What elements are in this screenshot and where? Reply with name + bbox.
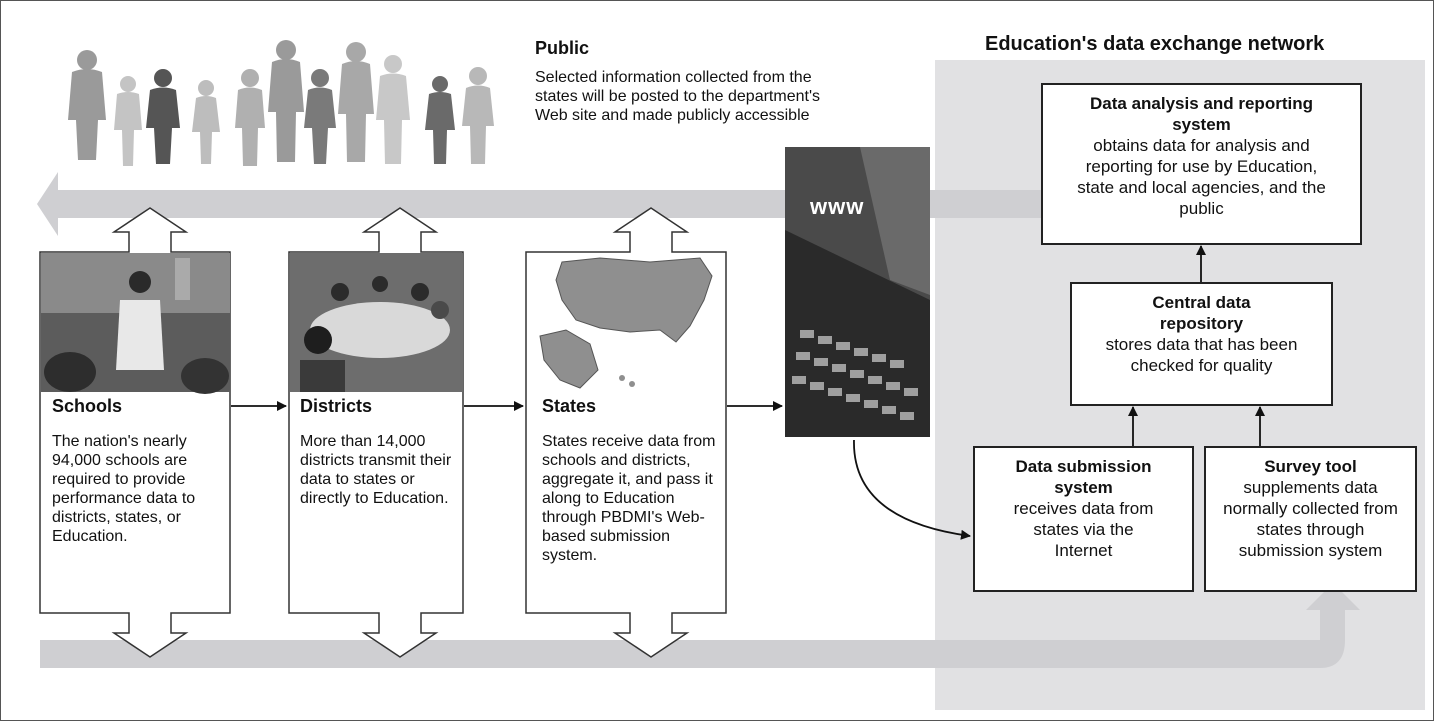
- repository-box: Central data repository stores data that…: [1070, 282, 1333, 406]
- data-flow-arrow: [40, 583, 1360, 668]
- repository-text: stores data that has been checked for qu…: [1105, 335, 1298, 375]
- public-title: Public: [535, 38, 590, 58]
- internet-to-submission-arrow: [853, 439, 971, 540]
- survey-tool-box: Survey tool supplements data normally co…: [1204, 446, 1417, 592]
- public-people-icon: [68, 40, 494, 166]
- laptop-photo: [785, 147, 930, 437]
- meeting-photo: [290, 253, 463, 392]
- districts-description: More than 14,000 districts transmit thei…: [300, 433, 452, 507]
- classroom-photo: [41, 253, 230, 394]
- analysis-system-box: Data analysis and reporting system obtai…: [1041, 83, 1362, 245]
- www-label: www: [810, 194, 865, 219]
- survey-tool-text: supplements data normally collected from…: [1223, 478, 1398, 560]
- schools-description: The nation's nearly 94,000 schools are r…: [52, 433, 196, 545]
- public-description: Selected information collected from the …: [535, 69, 820, 124]
- repository-title: Central data repository: [1152, 293, 1251, 333]
- submission-system-title: Data submission system: [1015, 457, 1152, 497]
- districts-title: Districts: [300, 396, 373, 416]
- survey-tool-title: Survey tool: [1264, 457, 1357, 476]
- us-map-icon: [539, 257, 713, 389]
- submission-system-text: receives data from states via the Intern…: [1013, 499, 1154, 560]
- analysis-system-text: obtains data for analysis and reporting …: [1077, 136, 1326, 218]
- network-title: Education's data exchange network: [985, 33, 1325, 55]
- states-description: States receive data from schools and dis…: [542, 433, 716, 564]
- analysis-system-title: Data analysis and reporting system: [1090, 94, 1313, 134]
- public-flow-arrow: [37, 172, 1065, 236]
- states-title: States: [542, 396, 597, 416]
- submission-system-box: Data submission system receives data fro…: [973, 446, 1194, 592]
- schools-title: Schools: [52, 396, 123, 416]
